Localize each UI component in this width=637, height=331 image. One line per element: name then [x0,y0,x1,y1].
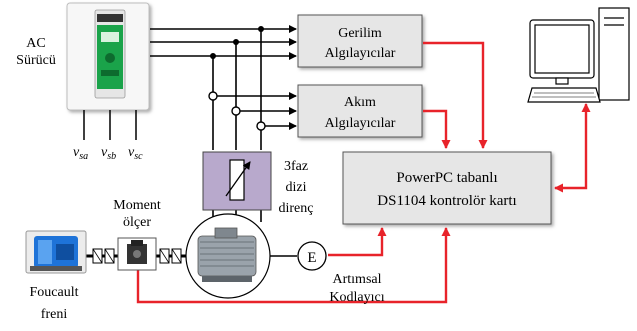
svg-text:vsb: vsb [101,145,116,162]
svg-text:vsc: vsc [128,145,143,162]
current-sensors-label-2: Algılayıcılar [325,116,396,131]
voltage-label-b: vsb [101,145,116,162]
current-sensors-label-1: Akım [344,95,376,110]
torque-meter [117,237,157,271]
brake-label-2: freni [41,307,68,322]
encoder: E [270,241,327,271]
junction-dots [210,26,264,59]
brake-label-1: Foucault [30,285,79,300]
voltage-label-a: vsa [73,145,88,162]
controller-box: PowerPC tabanlı DS1104 kontrolör kartı [342,151,552,225]
voltage-sensors-label-2: Algılayıcılar [325,46,396,61]
voltage-sensors-label-1: Gerilim [338,26,382,41]
ac-drive-label-1: AC [26,36,45,51]
computer-icon [527,7,630,103]
current-sensors-box: Akım Algılayıcılar [297,84,423,138]
ac-drive-label-2: Sürücü [16,53,56,68]
voltage-sensors-box: Gerilim Algılayıcılar [297,14,423,68]
signal-arrows [136,41,591,304]
svg-text:vsa: vsa [73,145,88,162]
encoder-symbol: E [307,250,316,266]
controller-label-2: DS1104 kontrolör kartı [377,193,516,209]
encoder-label-2: Kodlayıcı [329,290,384,305]
motor [185,213,271,299]
resistor-label-1: 3faz [284,159,308,174]
voltage-label-c: vsc [128,145,143,162]
torque-meter-label-1: Moment [113,198,161,213]
encoder-label-1: Artımsal [333,272,382,287]
resistor-label-2: dizi [286,180,307,195]
resistor-symbol [202,151,272,211]
torque-meter-label-2: ölçer [123,215,151,230]
current-tap-loops [208,91,266,131]
resistor-label-3: direnç [279,201,314,216]
ac-drive [66,2,150,111]
drive-output-wires [83,110,137,140]
foucault-brake [25,230,87,274]
controller-label-1: PowerPC tabanlı [396,170,497,186]
